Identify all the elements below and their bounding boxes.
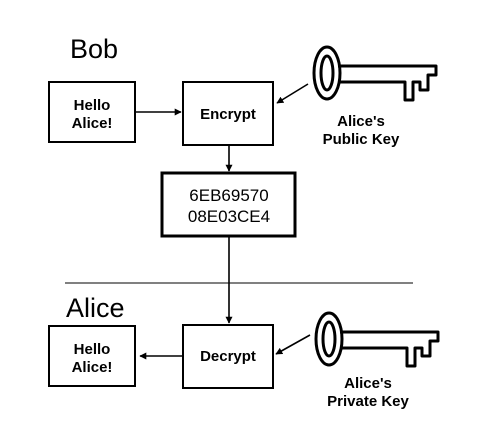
alice-plaintext-line1: Hello	[74, 341, 111, 358]
decrypt-label: Decrypt	[200, 348, 256, 365]
bob-plaintext-box	[48, 81, 136, 143]
bob-plaintext-line2: Alice!	[72, 115, 113, 132]
private-key-icon	[314, 311, 440, 368]
public-key-label-line2: Public Key	[323, 131, 400, 148]
alice-label: Alice	[66, 293, 125, 323]
public-key-icon	[312, 45, 438, 102]
encrypt-box	[182, 81, 274, 146]
ciphertext-line1: 6EB69570	[189, 186, 268, 205]
bob-plaintext-line1: Hello	[74, 97, 111, 114]
ciphertext-line2: 08E03CE4	[188, 207, 270, 226]
arrow-private-key-to-decrypt	[275, 334, 311, 355]
alice-plaintext-line2: Alice!	[72, 359, 113, 376]
private-key-label-line1: Alice's	[344, 375, 392, 392]
bob-label: Bob	[70, 34, 118, 64]
alice-plaintext-box	[48, 325, 136, 387]
arrow-public-key-to-encrypt	[276, 83, 309, 104]
public-key-label-line1: Alice's	[337, 113, 385, 130]
private-key-label-line2: Private Key	[327, 393, 409, 410]
ciphertext-box	[160, 171, 297, 238]
encrypt-label: Encrypt	[200, 106, 256, 123]
